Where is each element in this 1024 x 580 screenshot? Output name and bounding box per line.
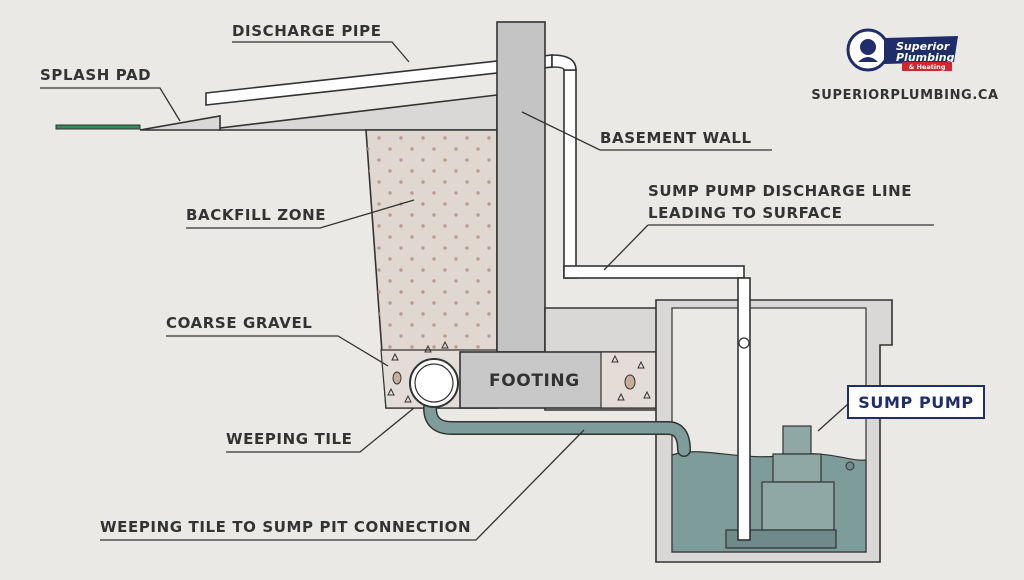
sump-pump xyxy=(725,425,855,549)
label-footing: FOOTING xyxy=(489,371,580,391)
label-discharge-line-1: SUMP PUMP DISCHARGE LINE xyxy=(648,182,912,200)
label-connection: WEEPING TILE TO SUMP PIT CONNECTION xyxy=(100,518,471,536)
brand-name-2: Plumbing xyxy=(896,51,955,64)
label-basement-wall: BASEMENT WALL xyxy=(600,129,752,147)
label-coarse-gravel: COARSE GRAVEL xyxy=(166,314,312,332)
label-backfill-zone: BACKFILL ZONE xyxy=(186,206,326,224)
brand-website: SUPERIORPLUMBING.CA xyxy=(811,88,998,103)
brand-tagline: & Heating xyxy=(909,63,946,71)
weeping-tile xyxy=(409,358,459,408)
basement-wall xyxy=(496,21,546,353)
brand-name-1: Superior xyxy=(896,40,950,53)
label-discharge-line-2: LEADING TO SURFACE xyxy=(648,204,842,222)
brand-logo: Superior Plumbing & Heating xyxy=(846,28,958,72)
ground-surface xyxy=(219,94,498,131)
splash-pad xyxy=(55,115,221,131)
weeping-tile-connection xyxy=(423,401,691,457)
label-weeping-tile: WEEPING TILE xyxy=(226,430,353,448)
label-splash-pad: SPLASH PAD xyxy=(40,66,151,84)
leader-lines xyxy=(40,41,934,541)
label-discharge-pipe: DISCHARGE PIPE xyxy=(232,22,382,40)
sump-pump-callout: SUMP PUMP xyxy=(847,385,985,419)
sump-discharge-line xyxy=(551,54,751,541)
footing xyxy=(459,351,657,409)
label-sump-pump: SUMP PUMP xyxy=(858,393,974,412)
backfill-zone xyxy=(365,129,498,409)
